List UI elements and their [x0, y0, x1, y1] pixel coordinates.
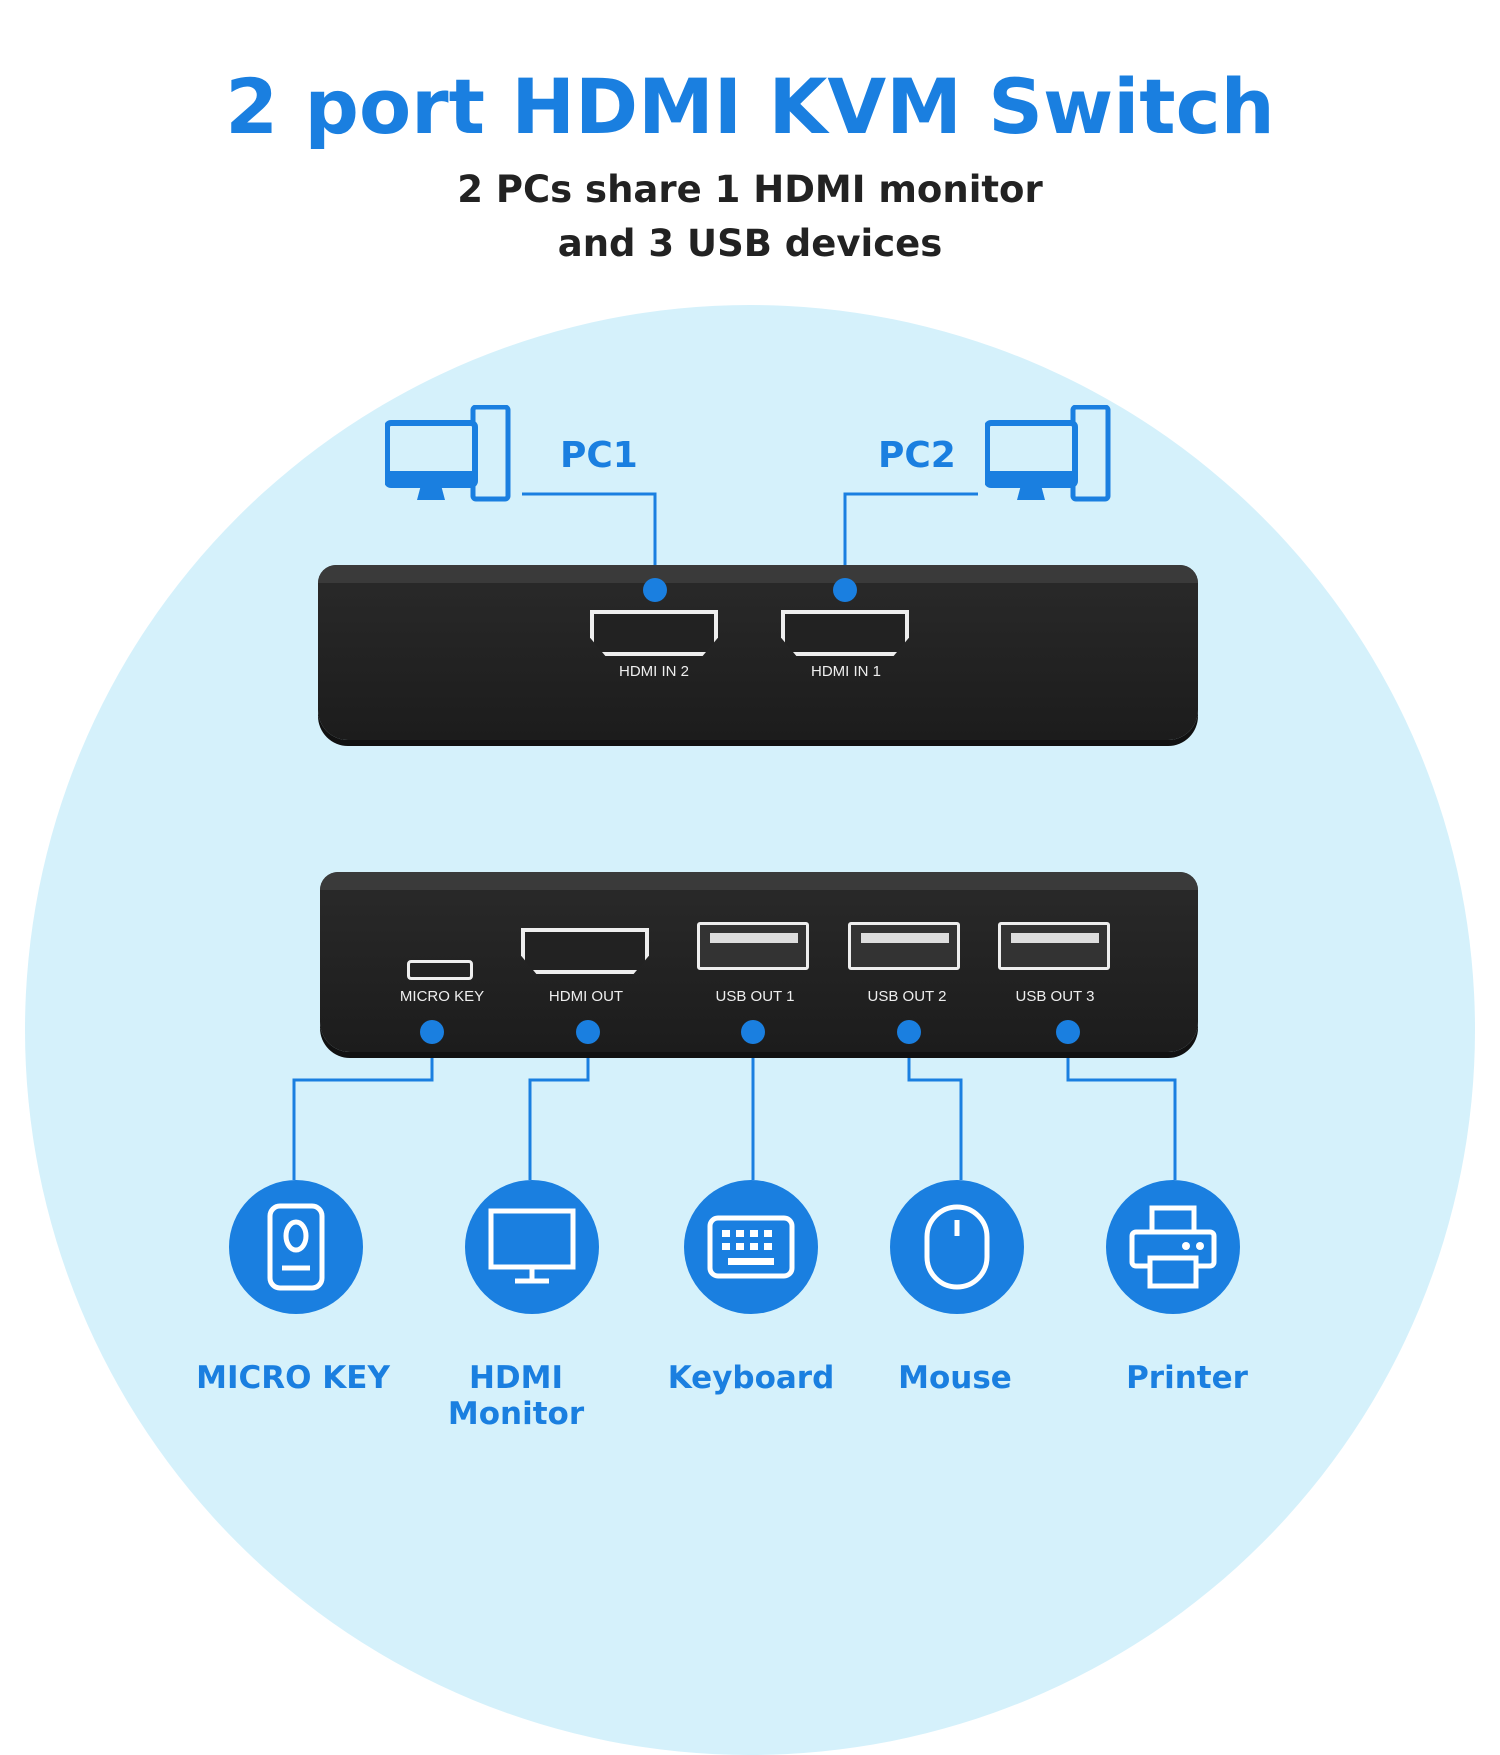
- micro-usb-port: [407, 960, 473, 980]
- usb-out-3-port: [998, 922, 1110, 970]
- mouse-icon: [890, 1180, 1024, 1314]
- hdmi-in-2-port: [590, 610, 718, 656]
- device-label-keyboard: Keyboard: [667, 1360, 835, 1396]
- device-label-mouse: Mouse: [898, 1360, 1012, 1396]
- connector-dot: [576, 1020, 600, 1044]
- connector-dot: [897, 1020, 921, 1044]
- micro-key-icon: [229, 1180, 363, 1314]
- hdmi-out-port: [521, 928, 649, 974]
- connector-dot: [741, 1020, 765, 1044]
- port-label: MICRO KEY: [399, 988, 485, 1005]
- subtitle-line-2: and 3 USB devices: [557, 222, 943, 265]
- connector-dot: [1056, 1020, 1080, 1044]
- port-label: HDMI OUT: [548, 988, 624, 1005]
- pc2-label: PC2: [878, 435, 956, 476]
- connector-lines: [292, 492, 1177, 1180]
- port-label: USB OUT 3: [1015, 988, 1095, 1005]
- usb-out-1-port: [697, 922, 809, 970]
- pc1-label: PC1: [560, 435, 638, 476]
- subtitle-line-1: 2 PCs share 1 HDMI monitor: [457, 168, 1043, 211]
- connector-dot: [833, 578, 857, 602]
- pc2-computer-icon: [985, 405, 1111, 502]
- device-label-printer: Printer: [1126, 1360, 1248, 1396]
- kvm-switch-front: [318, 565, 1198, 740]
- pc1-computer-icon: [385, 405, 511, 502]
- port-label: USB OUT 2: [867, 988, 947, 1005]
- connector-dot: [643, 578, 667, 602]
- port-label: HDMI IN 1: [810, 663, 881, 680]
- hdmi-in-1-port: [781, 610, 909, 656]
- device-label-hdmi-monitor: HDMI Monitor: [447, 1360, 585, 1432]
- usb-out-2-port: [848, 922, 960, 970]
- connector-dot: [420, 1020, 444, 1044]
- monitor-icon: [465, 1180, 599, 1314]
- port-label: USB OUT 1: [715, 988, 795, 1005]
- port-label: HDMI IN 2: [618, 663, 689, 680]
- device-label-micro-key: MICRO KEY: [196, 1360, 390, 1396]
- keyboard-icon: [684, 1180, 818, 1314]
- printer-icon: [1106, 1180, 1240, 1314]
- page-title: 2 port HDMI KVM Switch: [225, 62, 1275, 151]
